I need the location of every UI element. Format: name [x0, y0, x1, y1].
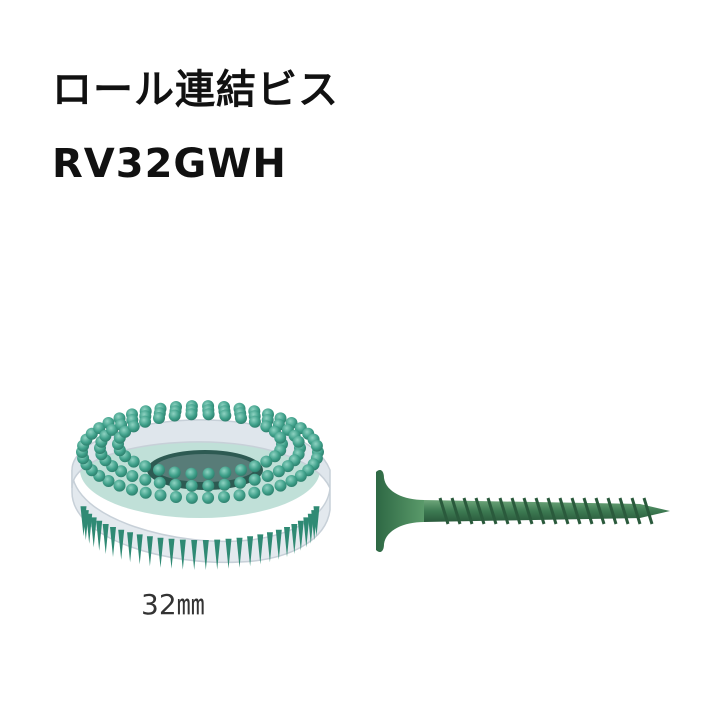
- coiled-screw-strip-image: [71, 400, 331, 570]
- single-screw-image: [376, 470, 670, 552]
- model-number: RV32GWH: [52, 141, 287, 187]
- product-title: ロール連結ビス: [52, 67, 339, 113]
- size-label: 32㎜: [141, 588, 205, 621]
